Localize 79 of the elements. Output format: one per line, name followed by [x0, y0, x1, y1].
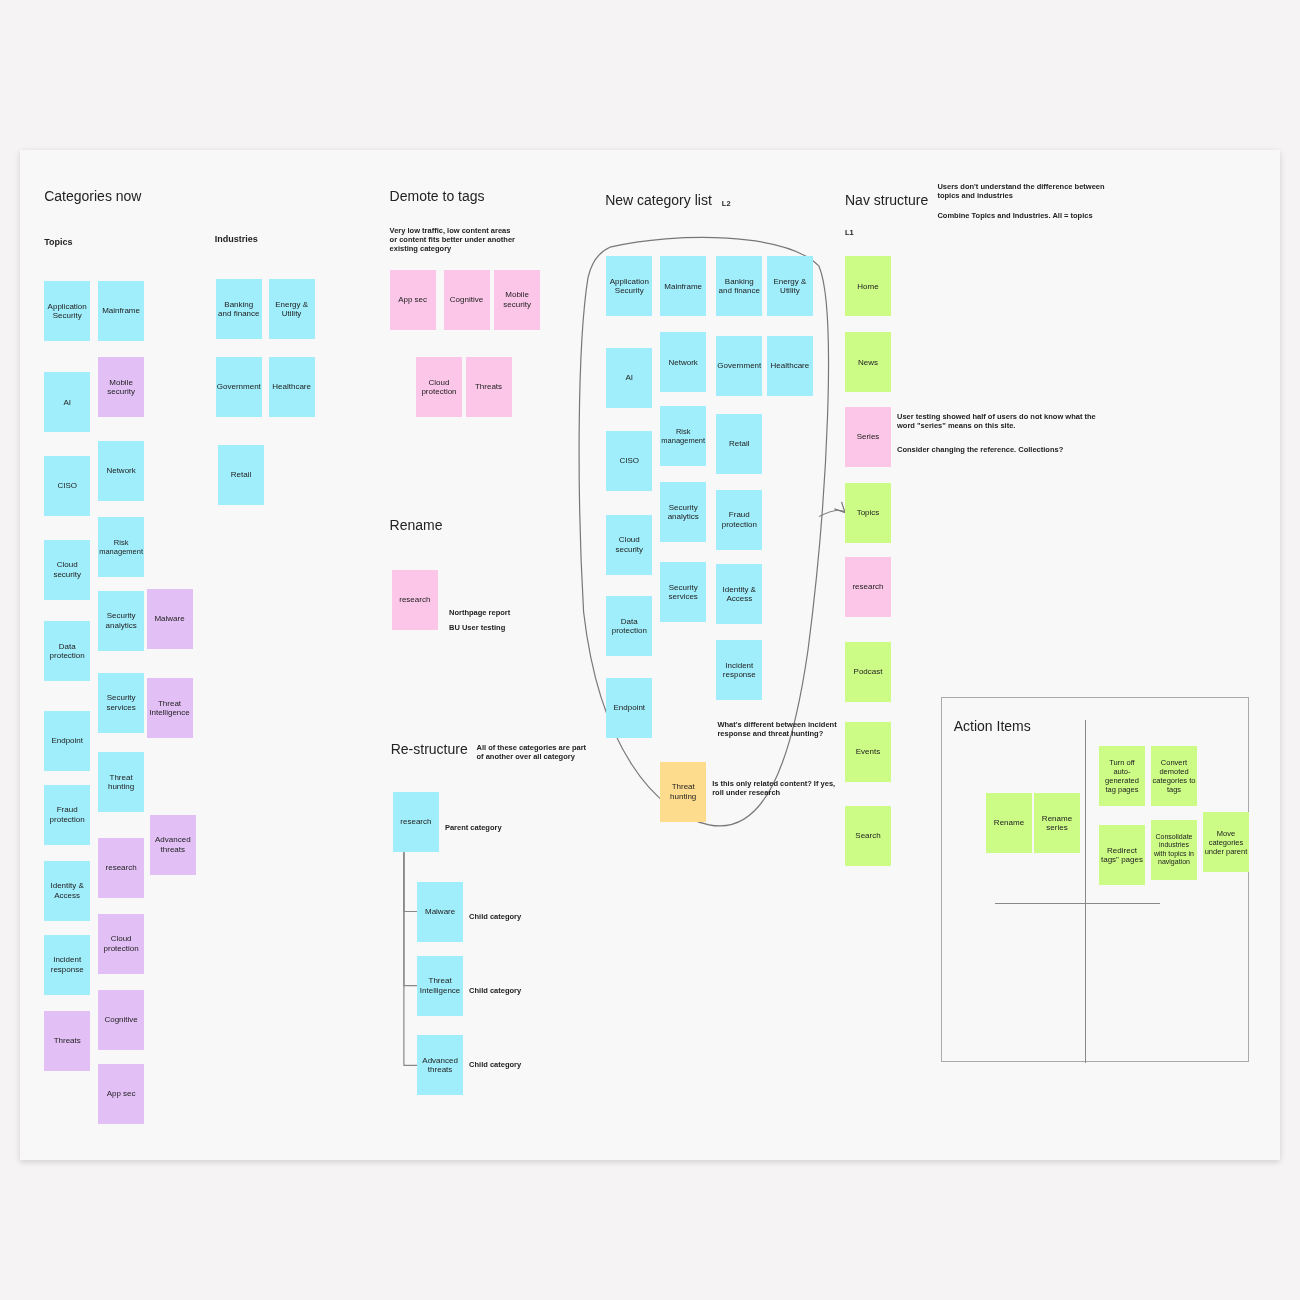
sticky-note: Network	[660, 332, 707, 393]
sticky-note: CISO	[44, 455, 91, 516]
sticky-note: Podcast	[845, 642, 891, 703]
sticky-note: CISO	[606, 431, 653, 492]
sticky-note: Fraud protection	[44, 784, 91, 845]
subheading: Industries	[214, 233, 258, 244]
sticky-note: Government	[215, 357, 262, 418]
sticky-note: Series	[845, 406, 891, 467]
sticky-note: Security services	[660, 562, 707, 623]
sticky-note: Banking and finance	[215, 279, 262, 340]
section-heading: Re-structure	[390, 740, 468, 757]
sticky-note: Events	[845, 721, 891, 782]
sticky-note: Application Security	[44, 281, 91, 342]
sticky-note: Identity & Access	[716, 564, 763, 625]
sticky-note: Malware	[146, 588, 193, 649]
sticky-note: Incident response	[44, 934, 91, 995]
sticky-note: Topics	[845, 482, 891, 543]
sticky-note: Energy & Utility	[766, 256, 813, 317]
sticky-note: Network	[98, 440, 145, 501]
sticky-note: Redirect tags" pages	[1099, 825, 1145, 886]
sticky-note: Security analytics	[660, 482, 707, 543]
sticky-note: Data protection	[606, 596, 653, 657]
sticky-note: Cognitive	[98, 989, 145, 1050]
sticky-note: Threats	[465, 357, 512, 418]
sticky-note: Data protection	[44, 621, 91, 682]
sticky-note: Retail	[716, 414, 763, 475]
sticky-note: research	[845, 556, 891, 617]
sticky-note: Incident response	[716, 640, 763, 701]
sticky-note: Fraud protection	[716, 490, 763, 551]
sticky-note: Threats	[44, 1010, 91, 1071]
sticky-note: Home	[845, 256, 891, 317]
section-heading: Rename	[389, 516, 443, 533]
sticky-note: research	[392, 792, 439, 853]
section-heading: Nav structure	[845, 191, 929, 208]
sticky-note: App sec	[98, 1063, 145, 1124]
section-heading: New category list	[605, 191, 712, 208]
sticky-note: Retail	[218, 444, 264, 505]
sticky-note: Mainframe	[98, 281, 145, 342]
sticky-note: research	[391, 569, 438, 630]
subheading: Topics	[44, 237, 73, 248]
sticky-note: Advanced threats	[417, 1035, 464, 1096]
sticky-note: Rename series	[1034, 793, 1080, 854]
sticky-note: Threat Intelligence	[417, 955, 464, 1016]
sticky-note: Energy & Utility	[268, 279, 315, 340]
sticky-note: Mobile security	[98, 357, 145, 418]
sticky-note: Endpoint	[44, 710, 91, 771]
sticky-note: Threat hunting	[98, 752, 145, 813]
sticky-note: Advanced threats	[149, 815, 196, 875]
sticky-note: Search	[845, 805, 891, 866]
sticky-note: Endpoint	[606, 678, 653, 739]
sticky-note: Identity & Access	[44, 860, 91, 921]
sticky-note: AI	[606, 347, 653, 408]
sticky-note: research	[98, 837, 145, 898]
sticky-note: Security analytics	[98, 590, 145, 651]
sticky-note: Application Security	[606, 256, 653, 317]
sticky-note: AI	[44, 372, 91, 433]
section-heading: Categories now	[44, 188, 142, 204]
sticky-note: Cloud protection	[416, 357, 462, 418]
sticky-note: Rename	[986, 793, 1032, 854]
sticky-note: Cloud protection	[98, 913, 145, 974]
sticky-note: Healthcare	[268, 357, 315, 418]
arrow	[818, 501, 846, 518]
sticky-note: Banking and finance	[716, 256, 763, 317]
connector-line	[403, 851, 418, 1066]
sticky-note: Cognitive	[443, 269, 490, 330]
sticky-note: Cloud security	[606, 514, 653, 575]
sticky-note: Threat Intelligence	[146, 678, 193, 739]
action-items-panel	[940, 697, 1249, 1062]
sticky-note: Healthcare	[766, 336, 813, 397]
panel-heading: Action Items	[953, 718, 1031, 735]
sticky-note: Malware	[417, 881, 464, 942]
sticky-note: App sec	[389, 269, 436, 330]
sticky-note: Mainframe	[660, 256, 707, 317]
sticky-note: Mobile security	[494, 269, 541, 330]
sticky-note: Government	[716, 336, 763, 397]
section-heading: Demote to tags	[389, 188, 485, 204]
sticky-note: News	[845, 332, 891, 393]
sticky-note: Cloud security	[44, 539, 91, 600]
sticky-note: Security services	[98, 672, 145, 733]
